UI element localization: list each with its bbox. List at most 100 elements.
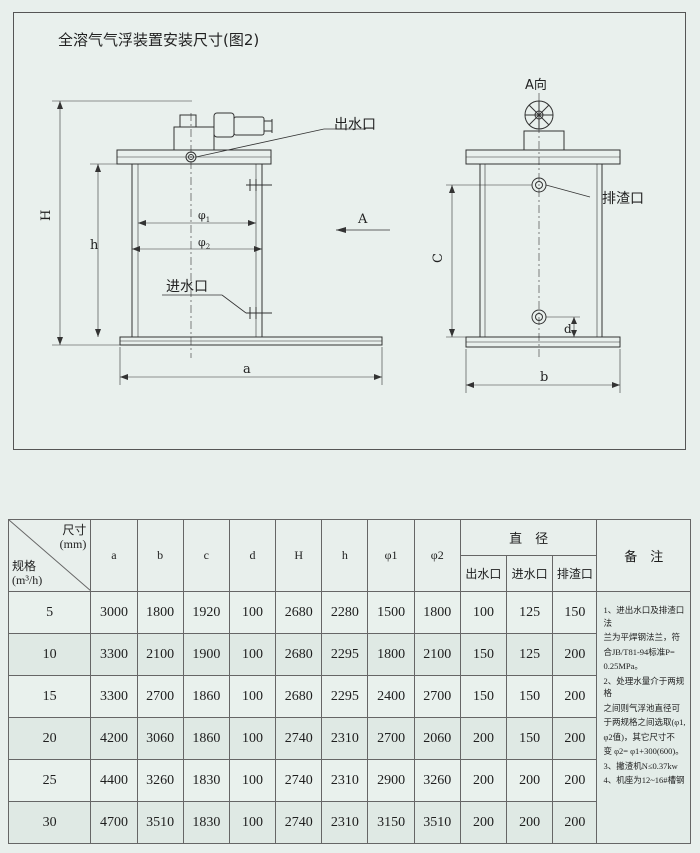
value-cell: 3510 — [413, 801, 461, 844]
value-cell: 1500 — [367, 591, 415, 634]
value-cell: 2700 — [136, 675, 184, 718]
value-cell: 1830 — [182, 801, 230, 844]
value-cell: 2100 — [413, 633, 461, 676]
corner-diagonal — [9, 520, 91, 591]
label-outlet: 出水口 — [334, 117, 376, 133]
value-cell: 2295 — [321, 633, 369, 676]
remark-line: 0.25MPa。 — [603, 661, 643, 671]
label-phi1: φ1 — [198, 209, 210, 224]
remark-line: 于两规格之间选取(φ1, — [603, 717, 686, 727]
value-cell: 2900 — [367, 759, 415, 802]
spec-cell: 25 — [7, 759, 92, 802]
header-inlet: 进水口 — [506, 555, 554, 592]
header-c: c — [182, 519, 230, 592]
value-cell: 200 — [552, 759, 598, 802]
value-cell: 150 — [506, 675, 554, 718]
value-cell: 2740 — [275, 717, 323, 760]
value-cell: 100 — [228, 759, 277, 802]
label-b: b — [540, 370, 548, 385]
remark-line: 4、机座为12~16#槽钢 — [603, 775, 685, 785]
corner-size-label: 尺寸 — [62, 523, 87, 537]
remark-line: 变 φ2= φ1+300(600)。 — [603, 746, 684, 756]
value-cell: 200 — [552, 675, 598, 718]
value-cell: 150 — [506, 717, 554, 760]
value-cell: 3300 — [90, 675, 138, 718]
label-arrow-a: A — [357, 212, 368, 227]
remarks-cell: 1、进出水口及排渣口法兰为平焊钢法兰，符合JB/T81-94标准P=0.25MP… — [596, 591, 691, 844]
value-cell: 4200 — [90, 717, 138, 760]
value-cell: 150 — [552, 591, 598, 634]
value-cell: 200 — [459, 759, 508, 802]
value-cell: 100 — [228, 633, 277, 676]
value-cell: 3300 — [90, 633, 138, 676]
value-cell: 1860 — [182, 675, 230, 718]
value-cell: 200 — [552, 717, 598, 760]
header-outlet: 出水口 — [459, 555, 508, 592]
label-a: a — [243, 362, 251, 377]
header-b: b — [136, 519, 184, 592]
value-cell: 2310 — [321, 759, 369, 802]
value-cell: 1800 — [136, 591, 184, 634]
installation-drawing: 全溶气气浮装置安装尺寸(图2) — [13, 12, 686, 450]
value-cell: 200 — [459, 801, 508, 844]
value-cell: 150 — [459, 675, 508, 718]
value-cell: 3260 — [136, 759, 184, 802]
header-d: d — [228, 519, 277, 592]
value-cell: 3510 — [136, 801, 184, 844]
value-cell: 2700 — [413, 675, 461, 718]
value-cell: 100 — [228, 801, 277, 844]
value-cell: 2060 — [413, 717, 461, 760]
value-cell: 3000 — [90, 591, 138, 634]
remark-line: 兰为平焊钢法兰，符 — [603, 632, 680, 642]
value-cell: 1800 — [413, 591, 461, 634]
value-cell: 100 — [228, 675, 277, 718]
value-cell: 200 — [459, 717, 508, 760]
value-cell: 3060 — [136, 717, 184, 760]
remark-line: 之间则气浮池直径可 — [603, 702, 680, 713]
corner-size-unit: (mm) — [59, 537, 87, 551]
header-diameter: 直 径 — [459, 519, 598, 556]
value-cell: 150 — [459, 633, 508, 676]
header-phi2: φ2 — [413, 519, 461, 592]
value-cell: 3150 — [367, 801, 415, 844]
label-d: d — [564, 322, 572, 336]
value-cell: 2680 — [275, 591, 323, 634]
value-cell: 1830 — [182, 759, 230, 802]
value-cell: 2680 — [275, 633, 323, 676]
value-cell: 2680 — [275, 675, 323, 718]
header-sludge: 排渣口 — [552, 555, 598, 592]
value-cell: 1800 — [367, 633, 415, 676]
spec-table: 尺寸(mm) 规格(m³/h) a b c d H h φ1 φ2 直 径 备 … — [7, 519, 691, 844]
header-phi1: φ1 — [367, 519, 415, 592]
value-cell: 2400 — [367, 675, 415, 718]
header-a: a — [90, 519, 138, 592]
value-cell: 2700 — [367, 717, 415, 760]
value-cell: 200 — [506, 759, 554, 802]
value-cell: 125 — [506, 591, 554, 634]
label-C: C — [431, 253, 446, 263]
remark-line: φ2值)，其它尺寸不 — [603, 731, 675, 742]
drawing-svg: 全溶气气浮装置安装尺寸(图2) — [39, 31, 644, 393]
value-cell: 125 — [506, 633, 554, 676]
label-sludge: 排渣口 — [602, 191, 644, 207]
remark-line: 1、进出水口及排渣口法 — [603, 605, 685, 628]
corner-spec-unit: (m³/h) — [12, 573, 43, 587]
value-cell: 2740 — [275, 759, 323, 802]
label-h: h — [90, 238, 99, 253]
spec-cell: 5 — [7, 591, 92, 634]
value-cell: 4700 — [90, 801, 138, 844]
value-cell: 1860 — [182, 717, 230, 760]
value-cell: 200 — [506, 801, 554, 844]
header-remarks: 备 注 — [596, 519, 691, 592]
drawing-title: 全溶气气浮装置安装尺寸(图2) — [58, 31, 259, 49]
remark-line: 3、撇渣机N≤0.37kw — [603, 760, 678, 771]
value-cell: 3260 — [413, 759, 461, 802]
value-cell: 1920 — [182, 591, 230, 634]
